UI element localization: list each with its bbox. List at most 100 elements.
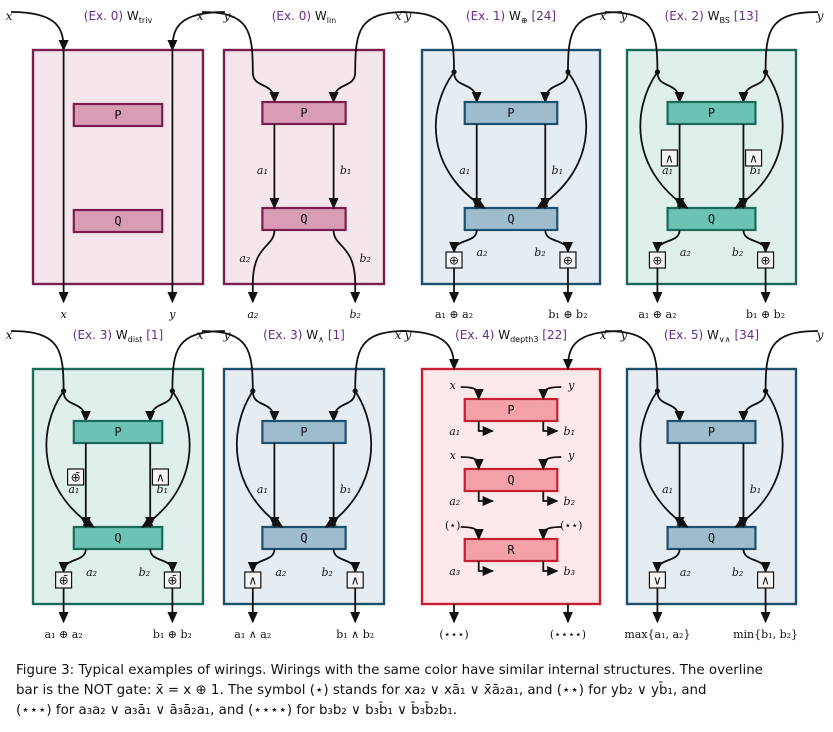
label-a1: a₁ — [257, 164, 268, 177]
input-wire-left — [201, 330, 254, 392]
mid-gate-left-symbol: ∧ — [665, 152, 674, 166]
input-wire-right — [764, 330, 819, 392]
mid-gate-right — [744, 149, 763, 167]
stage-out-wire — [542, 421, 559, 437]
bypass-wire-right — [141, 390, 191, 528]
box-q-label: Q — [507, 473, 514, 487]
input-label-right: y — [223, 9, 231, 23]
output-label-left: a₂ — [247, 308, 258, 321]
mid-gate-right-symbol: ∧ — [749, 152, 758, 166]
input-label-right: y — [404, 328, 412, 342]
label-a2: a₂ — [680, 566, 691, 579]
wire-to-p-right — [145, 390, 174, 423]
stage-output-left: a₂ — [449, 495, 460, 508]
output-label-left: max{a₁, a₂} — [624, 628, 690, 641]
panel-title: (Ex. 5) W∨∧ [34] — [664, 328, 759, 344]
panel-title: (Ex. 1) W⊕ [24] — [466, 9, 556, 25]
wire-to-p-right — [540, 71, 569, 104]
stage-in-wire — [460, 526, 484, 541]
wire-to-p-right — [328, 390, 357, 423]
box-r — [463, 537, 559, 563]
box-p-label: P — [507, 106, 514, 120]
stage-input-left: (⋆) — [445, 519, 460, 532]
output-gate-right-symbol: ⊕ — [563, 254, 573, 268]
output-gate-left-symbol: ∨ — [653, 574, 662, 588]
stage-output-left: a₃ — [449, 565, 460, 578]
wire-to-p-left — [453, 71, 482, 104]
bypass-wire-right — [734, 390, 784, 528]
wire-b2 — [544, 229, 573, 254]
box-q — [261, 525, 347, 551]
input-label-left: x — [600, 9, 607, 23]
box-p — [72, 419, 164, 445]
box-q-label: Q — [114, 214, 121, 228]
caption-line-1: Figure 3: Typical examples of wirings. W… — [16, 663, 763, 678]
label-b2: b₂ — [534, 246, 545, 259]
input-label-left: x — [197, 9, 204, 23]
mid-gate-left-symbol: ⊕̄ — [71, 471, 81, 485]
stage-out-wire — [477, 561, 494, 577]
box-q — [261, 206, 347, 232]
label-b2: b₂ — [321, 566, 332, 579]
label-a1: a₁ — [662, 483, 673, 496]
box-q — [72, 208, 164, 234]
stage-output-right: b₁ — [564, 425, 575, 438]
figure-caption: Figure 3: Typical examples of wirings. W… — [16, 661, 826, 721]
panel-title: (Ex. 0) Wlin — [272, 9, 337, 25]
stage-input-left: x — [450, 379, 457, 392]
wire-to-p-right — [738, 390, 767, 423]
output-label-right: min{b₁, b₂} — [733, 628, 798, 641]
label-a2: a₂ — [275, 566, 286, 579]
input-wire-left — [399, 330, 460, 371]
box-p-label: P — [300, 425, 307, 439]
panel-frame — [222, 48, 386, 286]
wire-a2 — [652, 548, 681, 574]
box-q-label: Q — [507, 212, 514, 226]
box-r-label: R — [507, 543, 515, 557]
wire-to-p-right — [328, 71, 357, 104]
panel-frame — [222, 367, 386, 606]
wire-to-p-left — [656, 71, 685, 104]
input-label-left: x — [6, 9, 13, 23]
mid-gate-right — [151, 468, 169, 486]
stage-in-wire — [538, 526, 562, 541]
box-q-label: Q — [114, 531, 121, 545]
output-label-right: b₁ ⊕ b₂ — [153, 628, 192, 641]
input-label-right: y — [620, 328, 628, 342]
stage-in-wire — [538, 456, 562, 471]
box-p-label: P — [114, 108, 121, 122]
input-label-left: x — [197, 328, 204, 342]
panel-title: (Ex. 3) Wdist [1] — [73, 328, 163, 344]
output-gate-right-symbol: ∧ — [761, 574, 770, 588]
stage-in-wire — [460, 386, 484, 401]
input-wire-right — [562, 330, 623, 371]
output-label-left: a₁ ⊕ a₂ — [435, 308, 473, 321]
input-wire-left — [201, 11, 254, 73]
wire-a2 — [58, 548, 87, 574]
output-label-left: a₁ ⊕ a₂ — [638, 308, 676, 321]
bypass-wire-left — [236, 390, 284, 528]
caption-line-2: bar is the NOT gate: x̄ = x ⊕ 1. The sym… — [16, 683, 707, 698]
label-a2: a₂ — [86, 566, 97, 579]
box-p-label: P — [708, 106, 715, 120]
box-p — [463, 397, 559, 423]
box-p — [261, 419, 347, 445]
label-a1: a₁ — [68, 483, 79, 496]
wire-b2 — [742, 548, 771, 574]
label-b2: b₂ — [732, 566, 743, 579]
bypass-wire-left — [434, 71, 486, 209]
box-p-label: P — [708, 425, 715, 439]
input-wire-left — [10, 330, 65, 392]
output-gate-right-symbol: ∧ — [351, 574, 360, 588]
output-label-left: a₁ ∧ a₂ — [234, 628, 271, 641]
panel-frame — [31, 367, 205, 606]
wire-to-p-left — [656, 390, 685, 423]
panel-title: (Ex. 2) WBS [13] — [665, 9, 759, 25]
output-label-right: y — [168, 308, 176, 321]
